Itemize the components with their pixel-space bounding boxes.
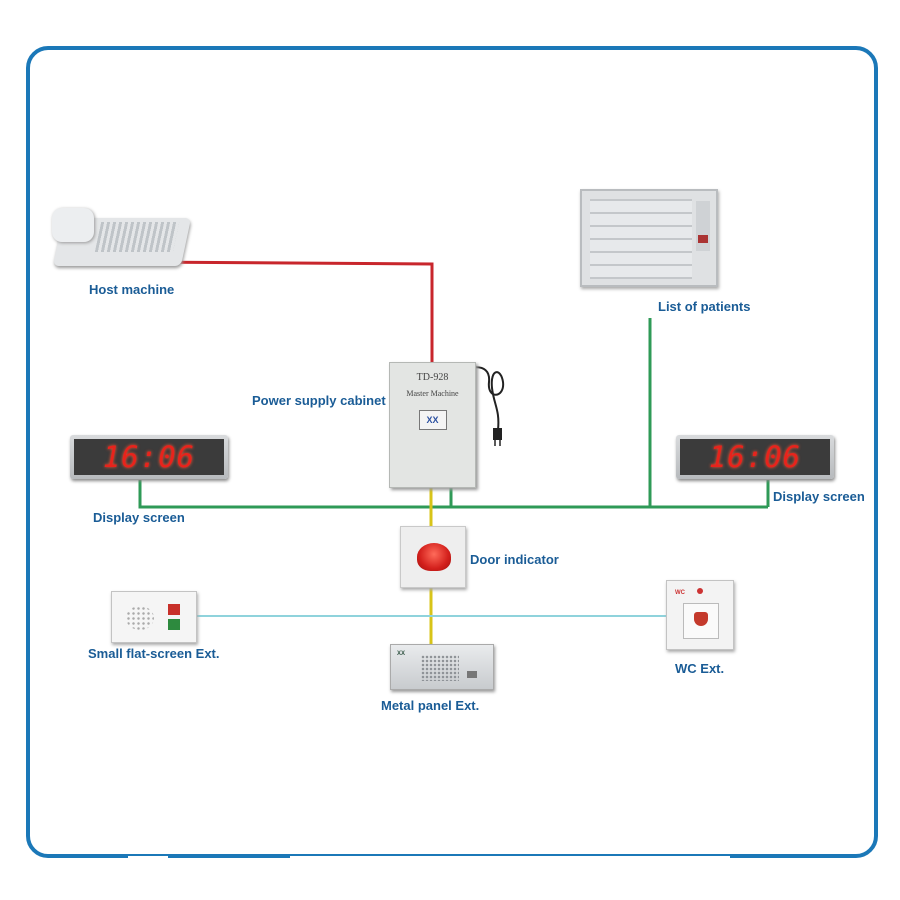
keypad [94, 222, 180, 252]
wc-ext-label: WC Ext. [675, 661, 725, 676]
small-flat-screen-ext [111, 591, 197, 643]
call-button-red [168, 604, 180, 615]
door-lamp [417, 543, 451, 571]
display-screen-right: 16:06 [676, 435, 834, 479]
speaker-grill [421, 655, 459, 681]
metal-panel-logo: XX [397, 651, 406, 657]
patient-list-label: List of patients [658, 299, 751, 314]
wc-status-led [697, 588, 703, 594]
wc-call-button [683, 603, 719, 639]
host-machine-label: Host machine [89, 282, 175, 297]
metal-panel-ext: XX [390, 644, 494, 690]
cabinet-subtitle: Master Machine [406, 389, 459, 398]
panel-button [467, 671, 477, 678]
display-screen-left-label: Display screen [93, 510, 185, 525]
display-right-time: 16:06 [680, 439, 830, 475]
host-wire [133, 260, 434, 362]
display-screen-right-label: Display screen [773, 489, 865, 504]
door-indicator [400, 526, 466, 588]
host-machine-phone [52, 208, 192, 274]
patient-list-board [580, 189, 718, 287]
handset [52, 208, 94, 242]
power-cabinet-label: Power supply cabinet [252, 393, 386, 408]
display-bus [138, 480, 768, 509]
power-supply-cabinet: TD-928 Master Machine XX [389, 362, 476, 488]
speaker-grill [126, 606, 154, 630]
metal-panel-label: Metal panel Ext. [381, 698, 480, 713]
wc-tag: WC [675, 590, 685, 596]
cabinet-logo: XX [418, 410, 447, 430]
small-flat-screen-label: Small flat-screen Ext. [88, 646, 220, 661]
display-left-time: 16:06 [74, 439, 224, 475]
power-cord [469, 366, 505, 431]
reset-button-green [168, 619, 180, 630]
hand-icon [694, 612, 708, 626]
power-plug [493, 428, 502, 440]
door-indicator-label: Door indicator [470, 552, 559, 567]
display-screen-left: 16:06 [70, 435, 228, 479]
frame-gap [290, 856, 730, 860]
frame-gap [128, 856, 168, 860]
wc-ext: WC [666, 580, 734, 650]
cabinet-model: TD-928 [416, 372, 449, 383]
